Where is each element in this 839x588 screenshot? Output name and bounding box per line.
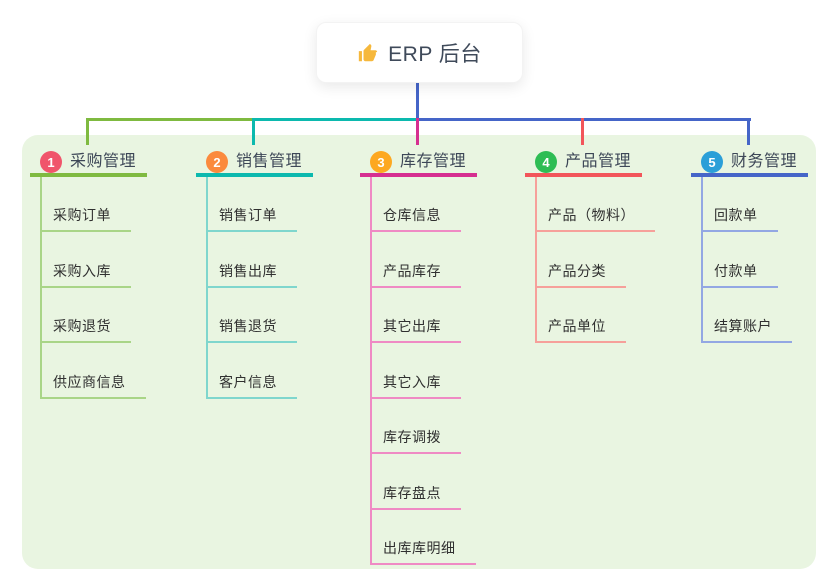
child-node: 库存盘点 [370, 483, 461, 510]
child-node: 销售订单 [206, 205, 297, 232]
branch-title-4: 产品管理 [565, 153, 632, 170]
root-node: ERP 后台 [316, 22, 523, 83]
child-node: 产品（物料） [535, 205, 655, 232]
branch-drop-line [415, 118, 419, 145]
branch-underline [30, 173, 147, 177]
root-title: ERP 后台 [388, 42, 482, 66]
background-panel [22, 135, 816, 569]
child-node: 采购订单 [40, 205, 131, 232]
bus-segment-2 [254, 118, 417, 121]
child-node: 采购退货 [40, 316, 131, 343]
branch-drop-line [251, 118, 255, 145]
child-node: 其它出库 [370, 316, 461, 343]
branch-underline [525, 173, 642, 177]
child-node: 回款单 [701, 205, 778, 232]
child-node: 采购入库 [40, 261, 131, 288]
child-node: 客户信息 [206, 372, 297, 399]
branch-badge: 3 [370, 151, 392, 173]
child-node: 销售退货 [206, 316, 297, 343]
root-connector-line [415, 83, 419, 121]
branch-badge: 1 [40, 151, 62, 173]
child-node: 产品单位 [535, 316, 626, 343]
child-node: 产品分类 [535, 261, 626, 288]
branch-spine [535, 177, 537, 341]
child-node: 其它入库 [370, 372, 461, 399]
branch-spine [370, 177, 372, 563]
branch-title-3: 库存管理 [400, 153, 467, 170]
branch-underline [691, 173, 808, 177]
child-node: 产品库存 [370, 261, 461, 288]
child-node: 供应商信息 [40, 372, 146, 399]
child-node: 付款单 [701, 261, 778, 288]
branch-title-2: 销售管理 [236, 153, 303, 170]
branch-title-5: 财务管理 [731, 153, 798, 170]
bus-segment-1 [85, 118, 255, 121]
branch-drop-line [85, 118, 89, 145]
thumbs-up-icon [357, 42, 379, 64]
child-node: 结算账户 [701, 316, 792, 343]
child-node: 销售出库 [206, 261, 297, 288]
child-node: 库存调拨 [370, 427, 461, 454]
branch-drop-line [746, 118, 750, 145]
branch-badge: 4 [535, 151, 557, 173]
branch-badge: 2 [206, 151, 228, 173]
child-node: 出库库明细 [370, 538, 476, 565]
branch-spine [701, 177, 703, 341]
branch-underline [196, 173, 313, 177]
branch-drop-line [580, 118, 584, 145]
branch-badge: 5 [701, 151, 723, 173]
branch-underline [360, 173, 477, 177]
branch-title-1: 采购管理 [70, 153, 137, 170]
child-node: 仓库信息 [370, 205, 461, 232]
